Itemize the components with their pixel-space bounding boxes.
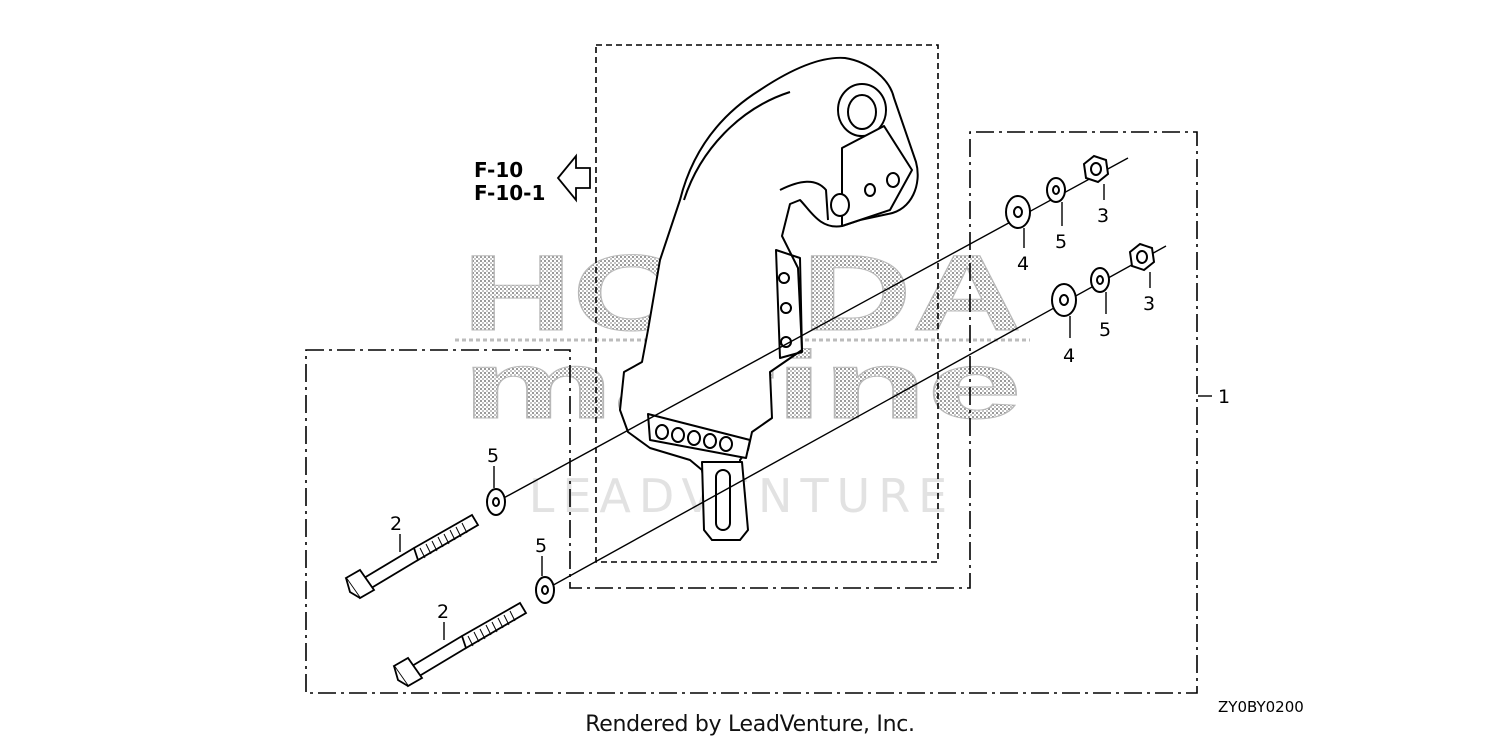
bolt-lower: [392, 601, 528, 688]
callout-spring-washer-lower: 5: [1099, 319, 1111, 341]
callout-spring-washer-left-1: 5: [487, 445, 499, 467]
callout-bolt-lower: 2: [437, 601, 449, 623]
callout-spring-washer-left-2: 5: [535, 535, 547, 557]
bracket-dashed-box: [595, 44, 939, 563]
mounting-bracket: [619, 56, 919, 541]
callout-bolt-upper: 2: [390, 513, 402, 535]
hardware: [486, 154, 1156, 604]
assembly-outline: [305, 131, 1198, 694]
diagram-code: ZY0BY0200: [1218, 698, 1304, 716]
callout-nut-lower: 3: [1143, 293, 1155, 315]
callout-nut-upper: 3: [1097, 205, 1109, 227]
cross-reference: F-10 F-10-1: [474, 153, 591, 205]
callout-assembly: 1: [1218, 386, 1230, 408]
footer-credit: Rendered by LeadVenture, Inc.: [585, 712, 915, 737]
arrow-left-icon: [556, 153, 591, 203]
ref-f10: F-10: [474, 158, 523, 182]
bolt-upper: [344, 513, 480, 600]
callout-flat-washer-upper: 4: [1017, 253, 1029, 275]
callout-spring-washer-upper: 5: [1055, 231, 1067, 253]
ref-f10-1: F-10-1: [474, 181, 545, 205]
leader-lines: [399, 184, 1212, 640]
callout-flat-washer-lower: 4: [1063, 345, 1075, 367]
